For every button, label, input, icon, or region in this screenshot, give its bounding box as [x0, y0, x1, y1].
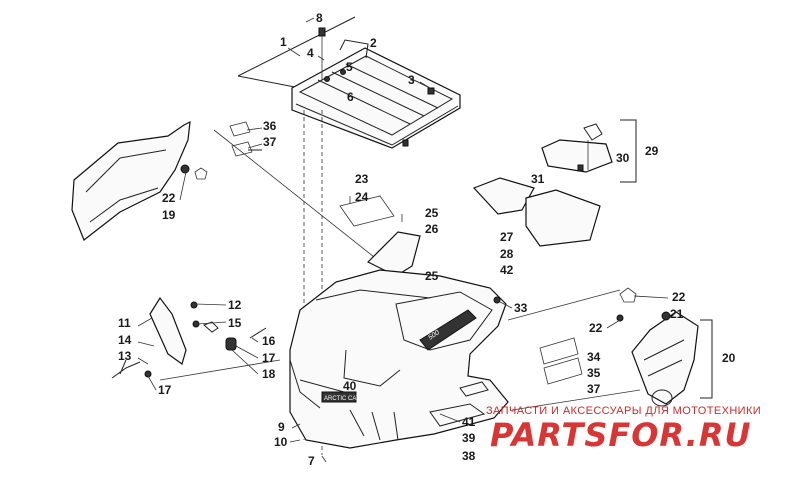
- callout-7: 7: [308, 454, 315, 468]
- leader-lines: [137, 17, 670, 463]
- rear-rack: [237, 16, 461, 149]
- callout-6: 6: [347, 90, 354, 104]
- front-body: 500 ARCTIC CAT: [289, 269, 509, 449]
- callout-19: 19: [162, 208, 176, 222]
- callout-12: 12: [228, 298, 242, 312]
- callout-42: 42: [500, 263, 514, 277]
- callout-26: 26: [425, 222, 439, 236]
- callout-31: 31: [531, 172, 545, 186]
- callout-17-right: 17: [262, 351, 276, 365]
- callout-34: 39: [462, 431, 476, 445]
- callout-21: 21: [670, 307, 684, 321]
- watermark-caption: ЗАПЧАСТИ И АКСЕССУАРЫ ДЛЯ МОТОТЕХНИКИ: [486, 405, 762, 417]
- callout-38: 36: [263, 119, 277, 133]
- callout-8: 8: [316, 11, 323, 25]
- callout-29: 29: [645, 144, 659, 158]
- callout-5: 5: [346, 60, 353, 74]
- callout-28: 28: [500, 247, 514, 261]
- callout-22-right: 22: [589, 321, 603, 335]
- callout-13: 13: [118, 349, 132, 363]
- callout-36: 35: [587, 366, 601, 380]
- callout-40: 40: [343, 379, 357, 393]
- callout-3: 3: [408, 73, 415, 87]
- callout-4: 4: [307, 46, 314, 60]
- storage-box: [472, 123, 613, 247]
- left-fender-panel: [71, 120, 208, 241]
- callout-30: 30: [616, 151, 630, 165]
- callout-35: 34: [587, 350, 601, 364]
- watermark-logo: PARTSFOR.RU: [490, 416, 752, 454]
- callout-24: 24: [355, 190, 369, 204]
- callout-37: 37: [587, 382, 601, 396]
- callout-25-top: 25: [425, 206, 439, 220]
- callout-22-right-top: 22: [672, 290, 686, 304]
- callout-22-left: 22: [162, 191, 176, 205]
- callout-14: 14: [118, 333, 132, 347]
- callout-41: 41: [462, 415, 476, 429]
- callout-20: 20: [722, 351, 736, 365]
- callout-25-bottom: 25: [425, 269, 439, 283]
- callouts: 8 1 2 4 5 3 6 36 37 30 29 31 23 24 22 19…: [118, 11, 736, 468]
- callout-33: 38: [462, 449, 476, 463]
- callout-32: 33: [514, 301, 528, 315]
- callout-16: 16: [262, 334, 276, 348]
- callout-1: 1: [280, 35, 287, 49]
- callout-10: 10: [274, 435, 288, 449]
- callout-18: 18: [262, 367, 276, 381]
- center-panel: [339, 195, 421, 277]
- callout-11: 11: [118, 316, 131, 330]
- callout-27: 27: [500, 230, 514, 244]
- right-fender-panel: [507, 287, 699, 411]
- callout-23: 23: [355, 172, 369, 186]
- callout-39: 37: [263, 135, 277, 149]
- callout-15: 15: [228, 316, 242, 330]
- callout-9: 9: [278, 420, 285, 434]
- callout-17-left: 17: [158, 383, 172, 397]
- brand-decal: ARCTIC CAT: [324, 396, 360, 402]
- left-headlight: [111, 296, 281, 381]
- callout-2: 2: [370, 36, 377, 50]
